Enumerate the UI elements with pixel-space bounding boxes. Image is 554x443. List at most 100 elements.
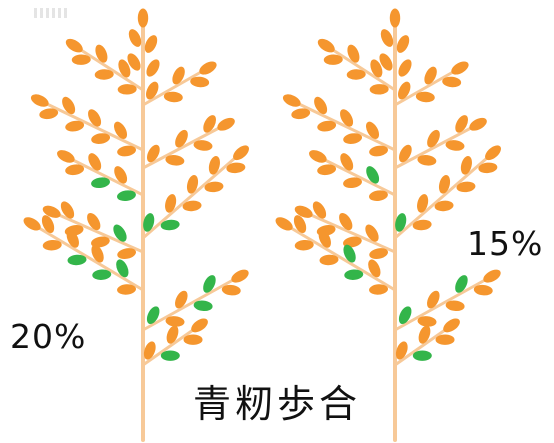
unripe-grain	[412, 350, 432, 361]
ripe-grain	[478, 162, 498, 174]
ripe-grain	[445, 140, 465, 151]
ripe-grain	[275, 217, 293, 231]
ripe-grain	[445, 300, 465, 312]
ripe-grain	[172, 66, 185, 85]
unripe-grain	[160, 350, 180, 361]
ripe-grain	[60, 201, 75, 219]
branch	[141, 126, 221, 170]
ripe-grain	[91, 244, 104, 263]
ripe-grain	[396, 35, 410, 53]
ripe-grain	[456, 181, 476, 193]
ripe-grain	[95, 44, 108, 63]
ripe-grain	[398, 59, 412, 77]
ripe-grain	[339, 212, 353, 231]
left-green-grain-percentage: 20%	[10, 317, 87, 356]
unripe-grain	[67, 254, 87, 266]
ripe-grain	[380, 29, 394, 47]
ripe-grain	[282, 94, 301, 107]
unripe-grain	[343, 244, 356, 263]
right-rice-panicle	[275, 8, 501, 442]
ripe-grain	[182, 200, 202, 212]
ripe-grain	[231, 269, 249, 283]
ripe-grain	[66, 229, 79, 248]
ripe-grain	[147, 144, 160, 163]
ripe-grain	[137, 8, 149, 28]
ripe-grain	[30, 94, 49, 107]
branch	[289, 226, 397, 292]
branch	[71, 158, 145, 197]
ripe-grain	[183, 334, 203, 345]
unripe-grain	[395, 213, 407, 232]
branch	[331, 48, 397, 92]
unripe-grain	[366, 166, 380, 184]
ripe-grain	[208, 155, 220, 175]
branch	[141, 278, 235, 332]
ripe-grain	[412, 219, 432, 231]
unripe-grain	[113, 224, 127, 242]
ripe-grain	[317, 38, 335, 53]
ripe-grain	[39, 108, 59, 120]
branch	[141, 328, 195, 367]
ripe-grain	[23, 217, 41, 231]
ripe-grain	[379, 53, 393, 71]
ripe-grain	[199, 61, 217, 75]
ripe-grain	[398, 81, 411, 100]
ripe-grain	[42, 205, 61, 218]
unripe-grain	[455, 275, 468, 293]
ripe-grain	[118, 59, 131, 78]
ripe-grain	[317, 164, 337, 176]
ripe-grain	[365, 224, 379, 242]
ripe-grain	[166, 325, 179, 344]
unripe-grain	[146, 306, 160, 325]
ripe-grain	[347, 44, 360, 63]
ripe-grain	[369, 248, 389, 259]
ripe-grain	[186, 175, 199, 194]
ripe-grain	[165, 154, 185, 166]
ripe-grain	[203, 115, 216, 133]
ripe-grain	[42, 239, 62, 251]
branch	[57, 213, 145, 254]
ripe-grain	[483, 269, 501, 283]
branch	[141, 156, 237, 240]
unripe-grain	[117, 190, 136, 202]
ripe-grain	[309, 150, 327, 163]
branch	[79, 48, 145, 92]
ripe-grain	[469, 117, 487, 131]
branch	[393, 328, 447, 367]
branch	[323, 158, 397, 197]
ripe-grain	[312, 201, 327, 219]
ripe-grain	[128, 29, 142, 47]
ripe-grain	[443, 318, 460, 333]
unripe-grain	[116, 259, 129, 278]
ripe-grain	[415, 91, 435, 103]
ripe-grain	[117, 284, 137, 295]
ripe-grain	[340, 153, 354, 171]
ripe-grain	[175, 290, 188, 309]
ripe-grain	[165, 316, 185, 327]
ripe-grain	[424, 66, 437, 85]
unripe-grain	[193, 300, 213, 312]
unripe-grain	[91, 177, 110, 189]
ripe-grain	[434, 200, 454, 212]
ripe-grain	[442, 76, 462, 88]
ripe-grain	[340, 109, 354, 127]
ripe-grain	[395, 341, 408, 360]
diagram-caption: 青籾歩合	[192, 382, 361, 426]
ripe-grain	[473, 284, 493, 296]
ripe-grain	[165, 194, 177, 213]
ripe-grain	[455, 115, 468, 133]
ripe-grain	[91, 133, 111, 144]
ripe-grain	[87, 212, 101, 231]
ripe-grain	[144, 35, 158, 53]
ripe-grain	[114, 121, 128, 140]
unripe-grain	[143, 213, 155, 232]
ripe-grain	[427, 290, 440, 309]
ripe-grain	[91, 236, 110, 248]
branch	[297, 102, 397, 152]
ripe-grain	[366, 121, 380, 140]
ripe-grain	[191, 318, 208, 333]
ripe-grain	[226, 162, 246, 174]
ripe-grain	[319, 254, 339, 266]
unripe-grain	[344, 269, 364, 280]
